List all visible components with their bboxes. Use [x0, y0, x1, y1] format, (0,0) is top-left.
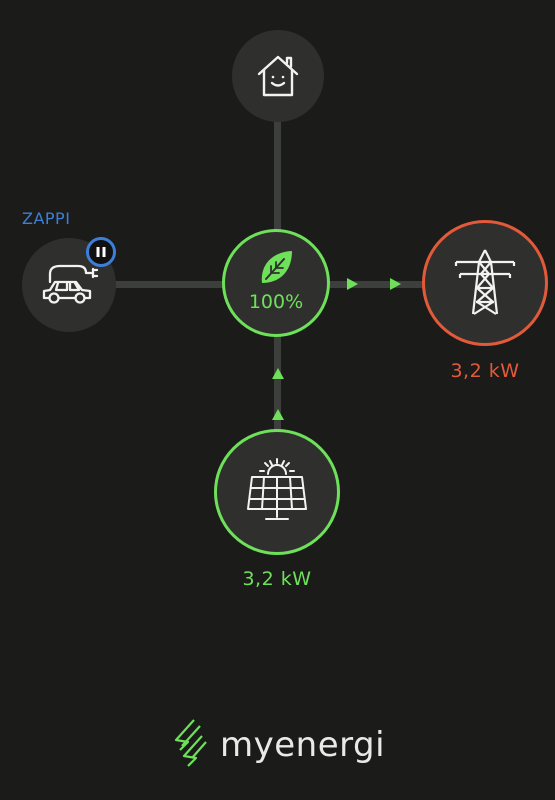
line-solar-hub [274, 335, 281, 433]
solar-panel-icon [242, 457, 312, 527]
hub-node[interactable]: 100% [222, 229, 330, 337]
hub-green-percent: 100% [248, 291, 304, 313]
pylon-icon [452, 248, 518, 318]
zappi-title: ZAPPI [22, 209, 71, 228]
leaf-icon [256, 247, 296, 287]
line-zappi-hub [112, 281, 224, 288]
flow-arrow-from-solar-1 [272, 368, 284, 379]
myenergi-logo: myenergi [172, 718, 385, 772]
line-house-hub [274, 110, 281, 240]
house-smile-icon [253, 51, 303, 101]
zappi-pause-button[interactable] [86, 237, 116, 267]
grid-node[interactable] [422, 220, 548, 346]
solar-power: 3,2 kW [242, 568, 312, 590]
solar-node[interactable] [214, 429, 340, 555]
flow-arrow-to-grid-1 [347, 278, 358, 290]
brand-name: myenergi [220, 725, 386, 765]
flow-arrow-from-solar-2 [272, 409, 284, 420]
house-node[interactable] [232, 30, 324, 122]
pause-icon [95, 243, 107, 262]
car-charger-icon [38, 260, 100, 310]
flow-arrow-to-grid-2 [390, 278, 401, 290]
line-hub-grid [330, 281, 425, 288]
myenergi-logo-icon [172, 718, 210, 772]
grid-power: 3,2 kW [450, 360, 520, 382]
